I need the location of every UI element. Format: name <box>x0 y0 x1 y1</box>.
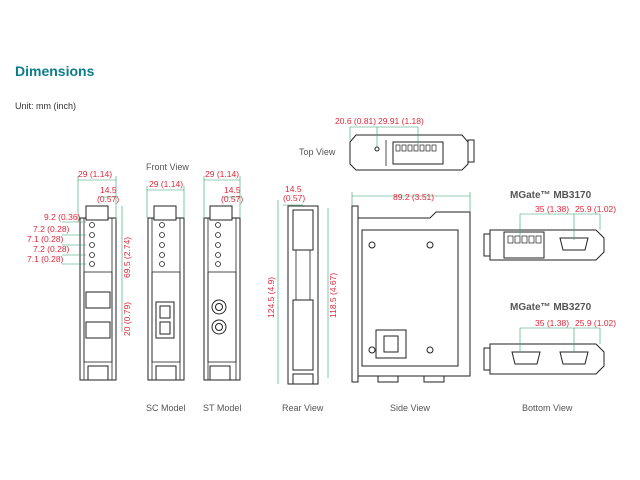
label-sc-model: SC Model <box>146 403 186 413</box>
dim-port-spacing: 20 (0.79) <box>122 302 132 336</box>
dim-rear-height-total: 124.5 (4.9) <box>266 277 276 318</box>
dim-led-1: 9.2 (0.36) <box>44 212 81 222</box>
dim-sc-width: 29 (1.14) <box>149 179 183 189</box>
label-side-view: Side View <box>390 403 430 413</box>
dim-rear-half-inch: (0.57) <box>283 193 305 203</box>
front-view-drawing <box>79 205 117 381</box>
dim-front-half: 14.5 <box>100 185 117 195</box>
dim-led-2: 7.2 (0.28) <box>33 224 70 234</box>
model-mb3270: MGate™ MB3270 <box>510 302 592 313</box>
dim-mb3270-a: 35 (1.38) <box>535 318 569 328</box>
dim-mb3170-a: 35 (1.38) <box>535 204 569 214</box>
side-view-drawing <box>351 205 471 383</box>
dim-led-3: 7.1 (0.28) <box>27 234 64 244</box>
label-front-view: Front View <box>146 162 189 172</box>
dim-front-width: 29 (1.14) <box>78 169 112 179</box>
label-top-view: Top View <box>299 147 336 157</box>
dim-front-half-inch: (0.57) <box>97 194 119 204</box>
mb3270-bottom-drawing <box>483 343 605 375</box>
model-mb3170: MGate™ MB3170 <box>510 190 592 201</box>
unit-note: Unit: mm (inch) <box>15 101 77 111</box>
label-rear-view: Rear View <box>282 403 324 413</box>
label-bottom-view: Bottom View <box>522 403 573 413</box>
page-title: Dimensions <box>15 63 95 79</box>
dim-led-4: 7.2 (0.28) <box>33 244 70 254</box>
label-st-model: ST Model <box>203 403 241 413</box>
dim-mb3270-b: 25.9 (1.02) <box>575 318 616 328</box>
dim-rear-half: 14.5 <box>285 184 302 194</box>
sc-model-drawing <box>147 205 185 381</box>
dim-led-5: 7.1 (0.28) <box>27 254 64 264</box>
dim-mb3170-b: 25.9 (1.02) <box>575 204 616 214</box>
dim-top-b: 29.91 (1.18) <box>378 116 424 126</box>
rear-view-drawing <box>287 205 319 385</box>
dim-front-height: 69.5 (2.74) <box>122 237 132 278</box>
dim-st-half: 14.5 <box>224 185 241 195</box>
dim-rear-height-body: 118.5 (4.67) <box>328 273 338 318</box>
st-model-drawing <box>203 205 241 381</box>
dim-side-depth: 89.2 (3.51) <box>393 192 434 202</box>
top-view-drawing <box>349 134 475 171</box>
dim-st-width: 29 (1.14) <box>205 169 239 179</box>
mb3170-bottom-drawing <box>483 229 605 261</box>
dim-top-a: 20.6 (0.81) <box>335 116 376 126</box>
dim-st-half-inch: (0.57) <box>221 194 243 204</box>
